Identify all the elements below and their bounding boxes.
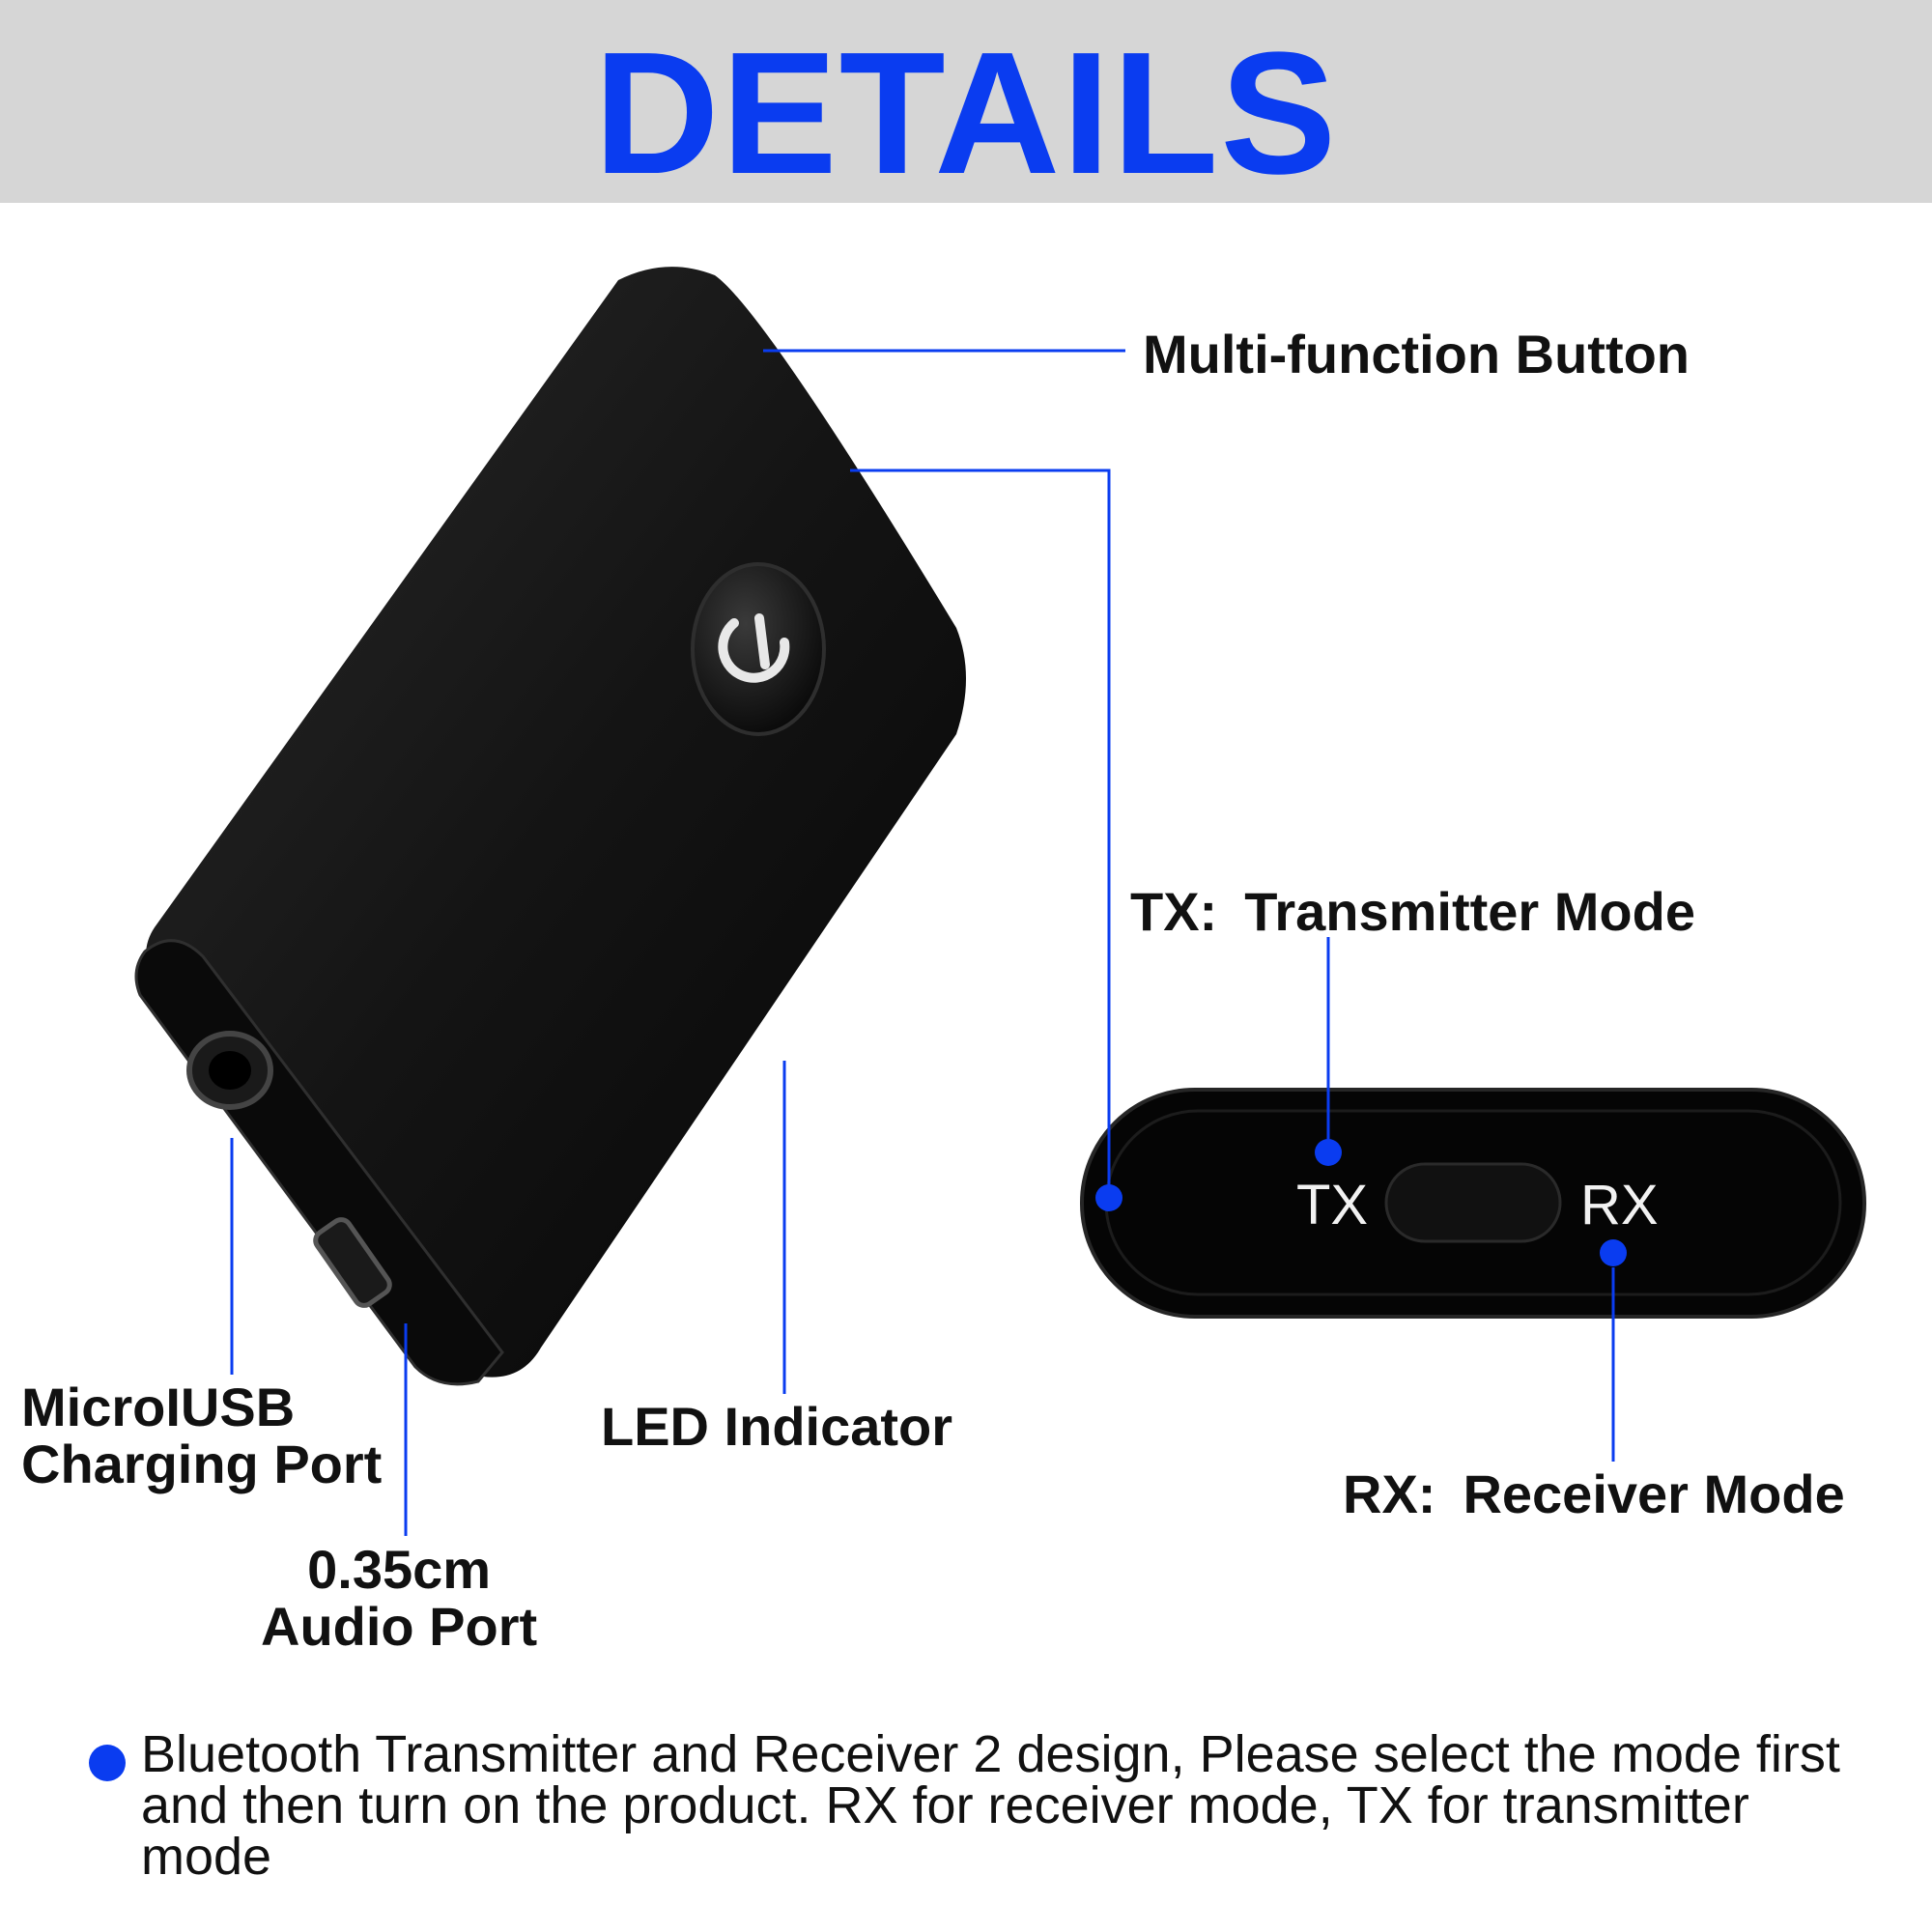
header-bar <box>0 0 1932 203</box>
audio-port-label: 0.35cm Audio Port <box>261 1539 538 1657</box>
device-body <box>134 267 967 1386</box>
page-title: DETAILS <box>593 16 1339 211</box>
switch-rx-text: RX <box>1580 1174 1659 1236</box>
multifunction-button-label: Multi-function Button <box>1143 324 1690 384</box>
usb-port-label: MicroIUSB Charging Port <box>21 1377 383 1494</box>
audio-label-line1: 0.35cm <box>307 1539 492 1600</box>
bullet-dot-icon <box>89 1745 126 1781</box>
audio-label-line2: Audio Port <box>261 1595 538 1657</box>
tx-mode-text: Transmitter Mode <box>1244 881 1695 942</box>
rx-mode-label: RX: Receiver Mode <box>1343 1463 1845 1524</box>
tx-mode-label: TX: Transmitter Mode <box>1130 881 1695 942</box>
usb-label-line2: Charging Port <box>21 1433 383 1494</box>
power-icon <box>691 562 826 736</box>
rx-mode-text: Receiver Mode <box>1463 1463 1845 1524</box>
micro-usb-port <box>313 1217 392 1308</box>
mode-switch-panel <box>1080 1088 1866 1319</box>
note-text: Bluetooth Transmitter and Receiver 2 des… <box>141 1725 1840 1886</box>
tx-tag: TX: <box>1130 881 1218 942</box>
switch-tx-text: TX <box>1296 1174 1369 1236</box>
usb-label-line1: MicroIUSB <box>21 1377 296 1437</box>
indicator-dots <box>1095 1139 1627 1266</box>
led-indicator-label: LED Indicator <box>601 1396 953 1457</box>
leader-lines <box>230 349 1615 1536</box>
rx-tag: RX: <box>1343 1463 1436 1524</box>
audio-jack <box>186 1031 273 1110</box>
